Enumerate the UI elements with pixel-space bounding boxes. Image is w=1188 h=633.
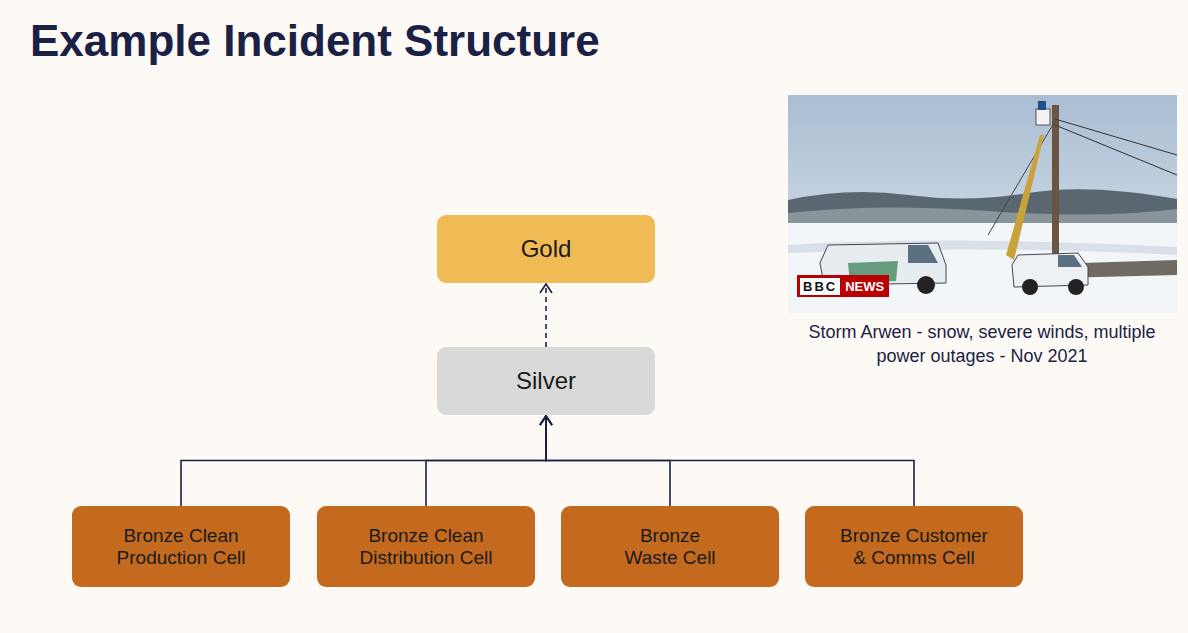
connector-arrow bbox=[181, 416, 552, 506]
connector-line bbox=[181, 416, 546, 506]
bronze-box: Bronze Clean Production Cell bbox=[72, 506, 290, 587]
silver-box: Silver bbox=[437, 347, 655, 415]
news-logo: BBC NEWS bbox=[797, 275, 889, 297]
arrowhead bbox=[540, 416, 552, 425]
connector-arrow bbox=[426, 416, 552, 506]
logo-news: NEWS bbox=[845, 279, 884, 294]
bronze-box: Bronze Clean Distribution Cell bbox=[317, 506, 535, 587]
node-label: Gold bbox=[521, 235, 572, 263]
node-label: Bronze Clean Distribution Cell bbox=[347, 525, 505, 569]
gold-box: Gold bbox=[437, 215, 655, 283]
connector-line bbox=[545, 284, 547, 347]
node-label: Bronze Waste Cell bbox=[620, 525, 720, 569]
node-label: Silver bbox=[516, 367, 576, 395]
arrowhead bbox=[540, 284, 552, 293]
photo-caption: Storm Arwen - snow, severe winds, multip… bbox=[797, 320, 1167, 368]
bronze-box: Bronze Waste Cell bbox=[561, 506, 779, 587]
bronze-box: Bronze Customer & Comms Cell bbox=[805, 506, 1023, 587]
node-label: Bronze Customer & Comms Cell bbox=[835, 525, 993, 569]
node-label: Bronze Clean Production Cell bbox=[102, 525, 260, 569]
connector-line bbox=[426, 416, 546, 506]
connector-arrow bbox=[540, 284, 552, 347]
logo-bbc: BBC bbox=[800, 278, 840, 295]
slide-title: Example Incident Structure bbox=[30, 16, 600, 66]
connector-arrow bbox=[540, 416, 914, 506]
connector-line bbox=[546, 416, 914, 506]
